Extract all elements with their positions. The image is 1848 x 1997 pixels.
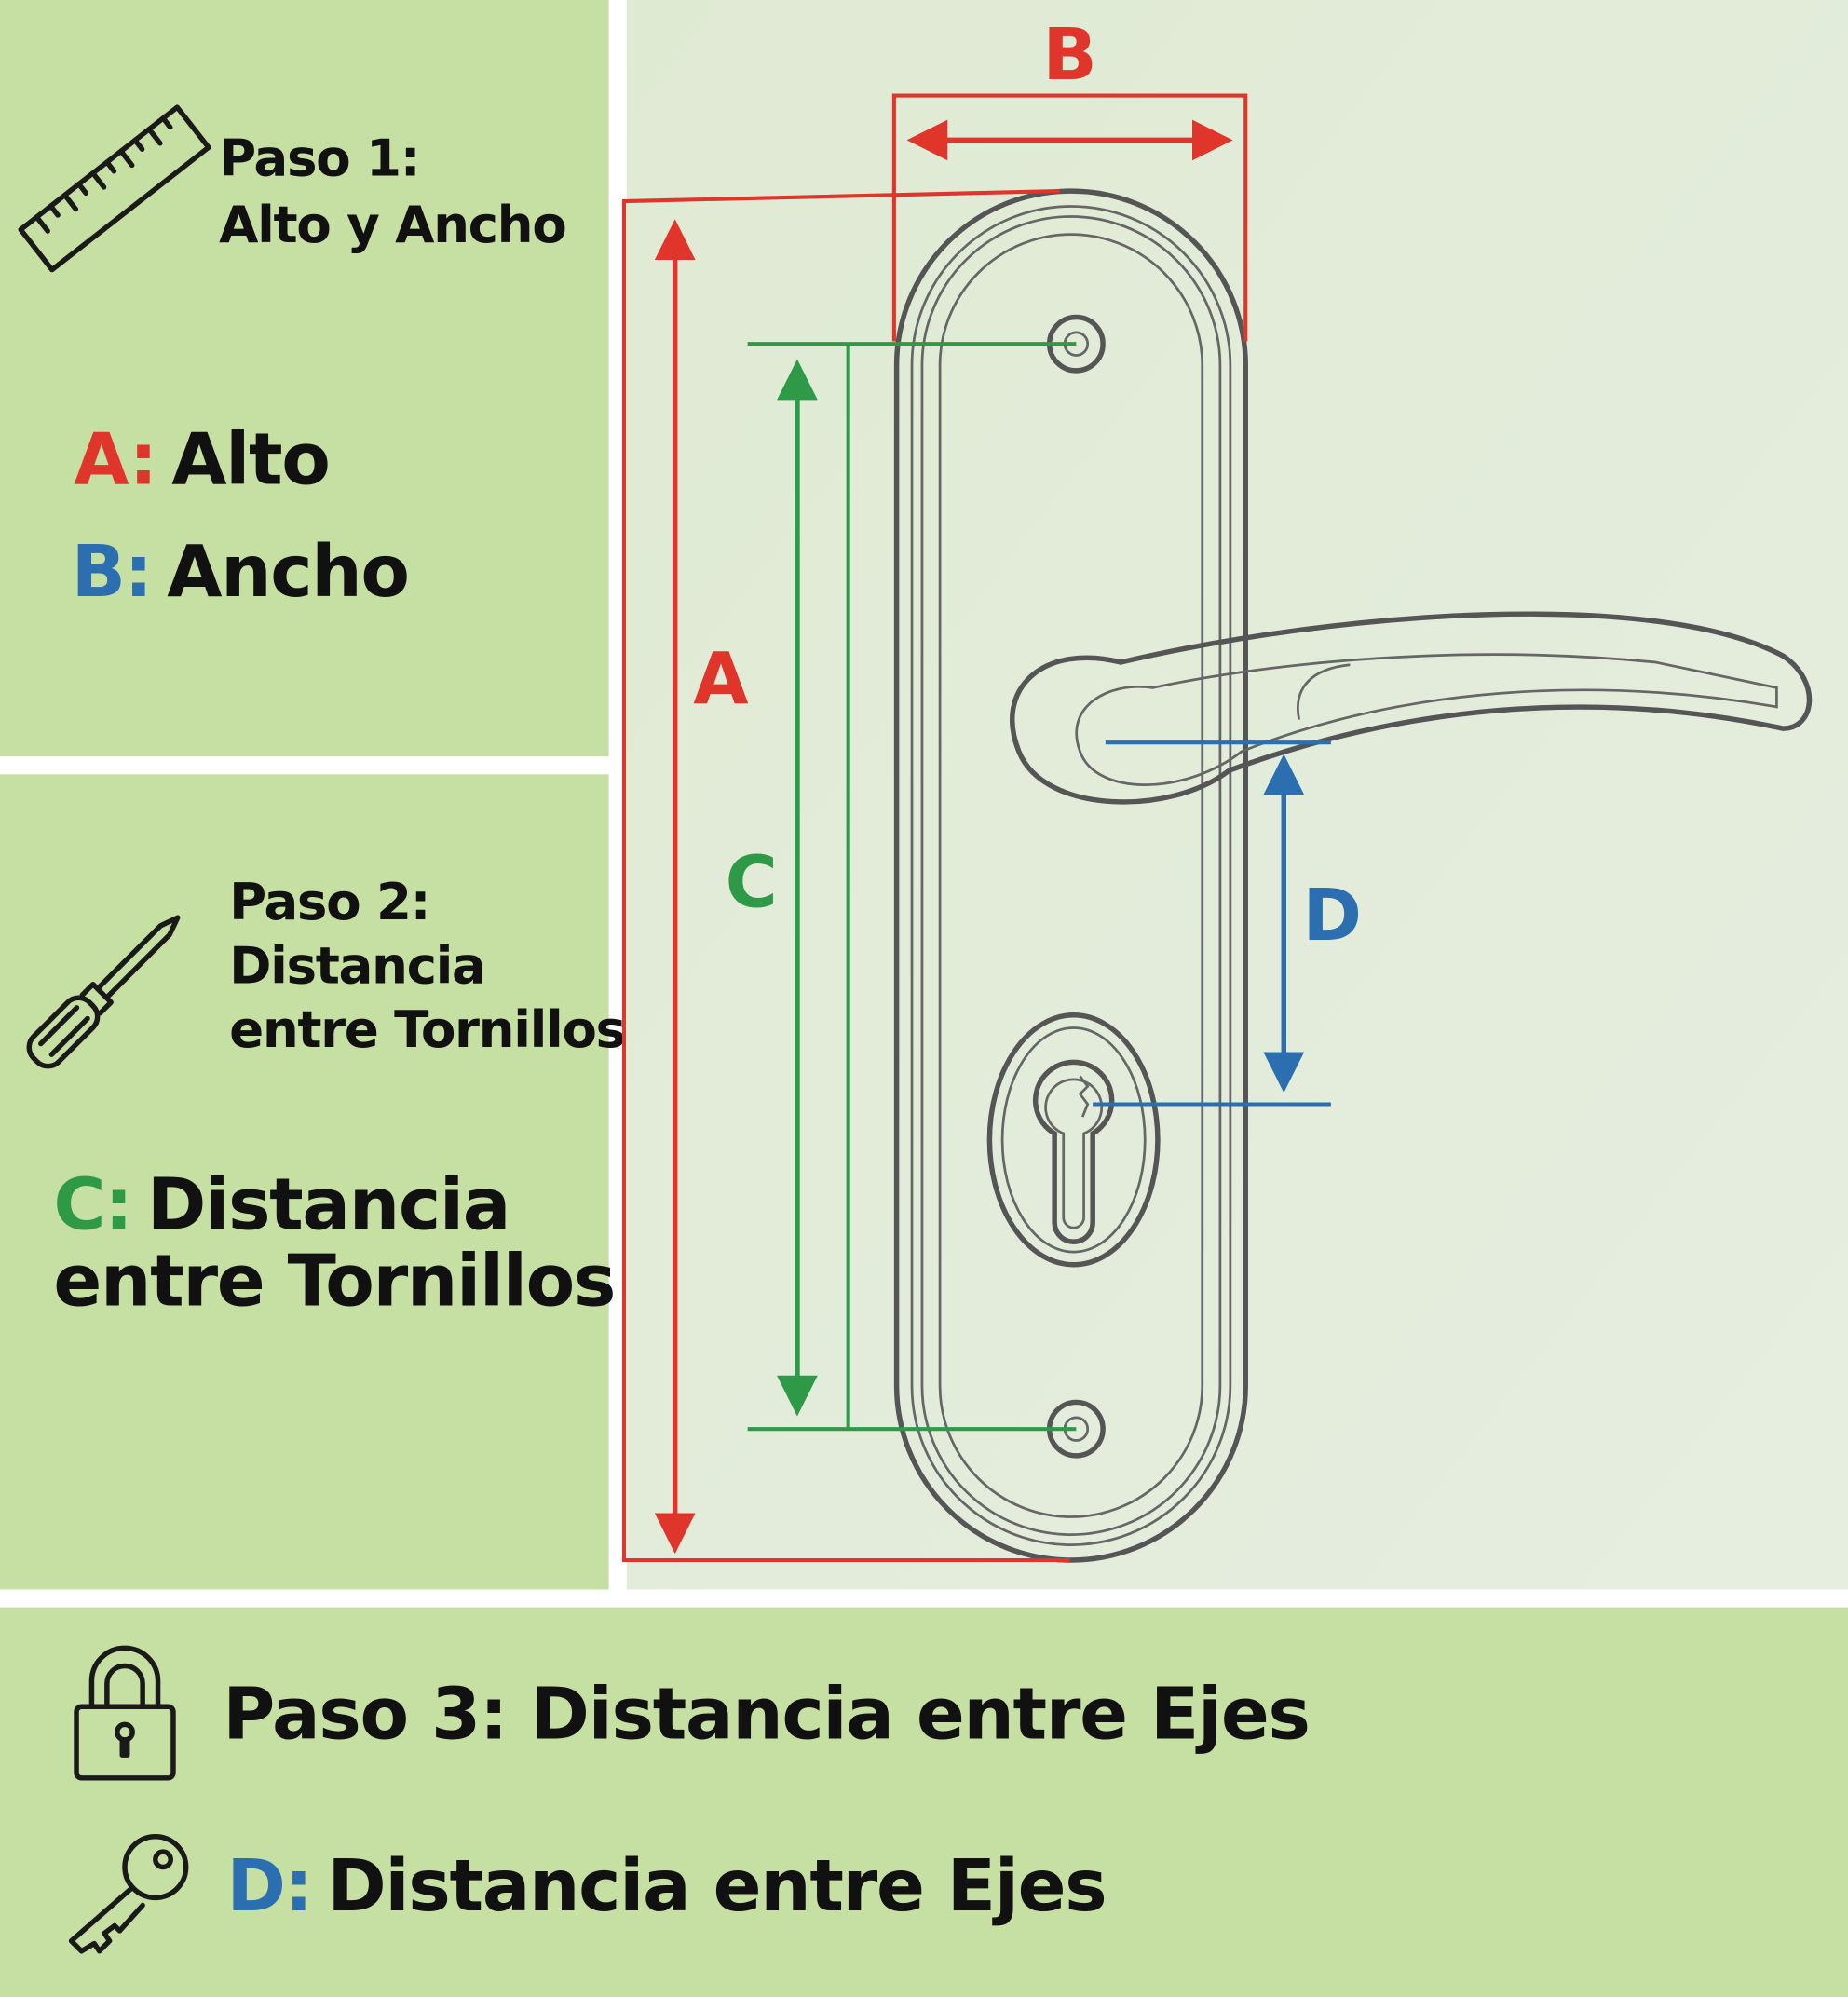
- diagram-panel: [626, 0, 1848, 1590]
- step2-title-line2: Distancia: [229, 936, 484, 996]
- cylinder-keyhole: [986, 1012, 1161, 1268]
- legend-b-label: Ancho: [167, 531, 408, 614]
- legend-d: D:Distancia entre Ejes: [226, 1845, 1106, 1928]
- step1-title-line2: Alto y Ancho: [219, 195, 565, 254]
- legend-a: A:Alto: [74, 419, 329, 502]
- screwdriver-icon: [26, 915, 181, 1069]
- dimension-d-ejes: D: [1093, 740, 1362, 1107]
- legend-c-line2: entre Tornillos: [53, 1241, 615, 1324]
- step3-title: Paso 3: Distancia entre Ejes: [223, 1673, 1309, 1756]
- lever-handle: [1010, 611, 1813, 805]
- legend-a-key: A:: [74, 419, 156, 502]
- step1-title-line1: Paso 1:: [219, 129, 419, 188]
- padlock-icon: [74, 1645, 176, 1781]
- dimension-a-alto: A: [621, 189, 1070, 1563]
- step2-title-line3: entre Tornillos: [229, 999, 625, 1059]
- legend-c-line1: C:Distancia: [53, 1163, 510, 1246]
- step2-title-line1: Paso 2:: [229, 872, 429, 931]
- step3-panel: [0, 1607, 1848, 1997]
- label-c: C: [726, 842, 778, 925]
- dimension-b-ancho: B: [891, 14, 1248, 342]
- legend-d-label: Distancia entre Ejes: [327, 1845, 1106, 1928]
- label-d: D: [1302, 875, 1362, 958]
- legend-c-label: Distancia: [147, 1163, 510, 1246]
- legend-b: B:Ancho: [72, 531, 409, 614]
- handle-backplate: [893, 188, 1248, 1563]
- step1-panel: [0, 0, 609, 757]
- legend-a-label: Alto: [171, 419, 329, 502]
- legend-b-key: B:: [72, 531, 152, 614]
- ruler-icon: [18, 104, 211, 273]
- label-a: A: [693, 638, 748, 721]
- label-b: B: [1042, 14, 1096, 97]
- step2-panel: [0, 774, 609, 1590]
- key-icon: [68, 1833, 189, 1954]
- dimension-c-tornillos: C: [726, 342, 1077, 1432]
- legend-d-key: D:: [226, 1845, 311, 1928]
- legend-c-key: C:: [53, 1163, 131, 1246]
